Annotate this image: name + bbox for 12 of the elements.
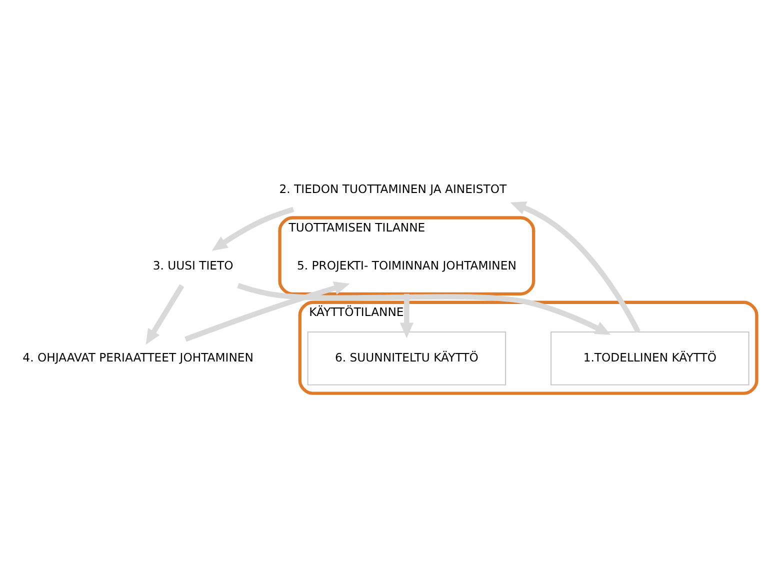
arrow [510, 201, 640, 332]
node-text: 2. TIEDON TUOTTAMINEN JA AINEISTOT [279, 182, 507, 196]
node-text: 4. OHJAAVAT PERIAATTEET JOHTAMINEN [22, 350, 254, 364]
node-text: 3. UUSI TIETO [152, 258, 234, 272]
arrow [237, 282, 611, 334]
arrow [146, 284, 184, 344]
node-text: 5. PROJEKTI- TOIMINNAN JOHTAMINEN [296, 258, 516, 272]
node-box: 6. SUUNNITELTU KÄYTTÖ [307, 330, 506, 385]
node-box: 1.TODELLINEN KÄYTTÖ [550, 330, 750, 385]
arrow [184, 281, 350, 342]
arrow [400, 293, 414, 338]
arrow [212, 206, 294, 250]
